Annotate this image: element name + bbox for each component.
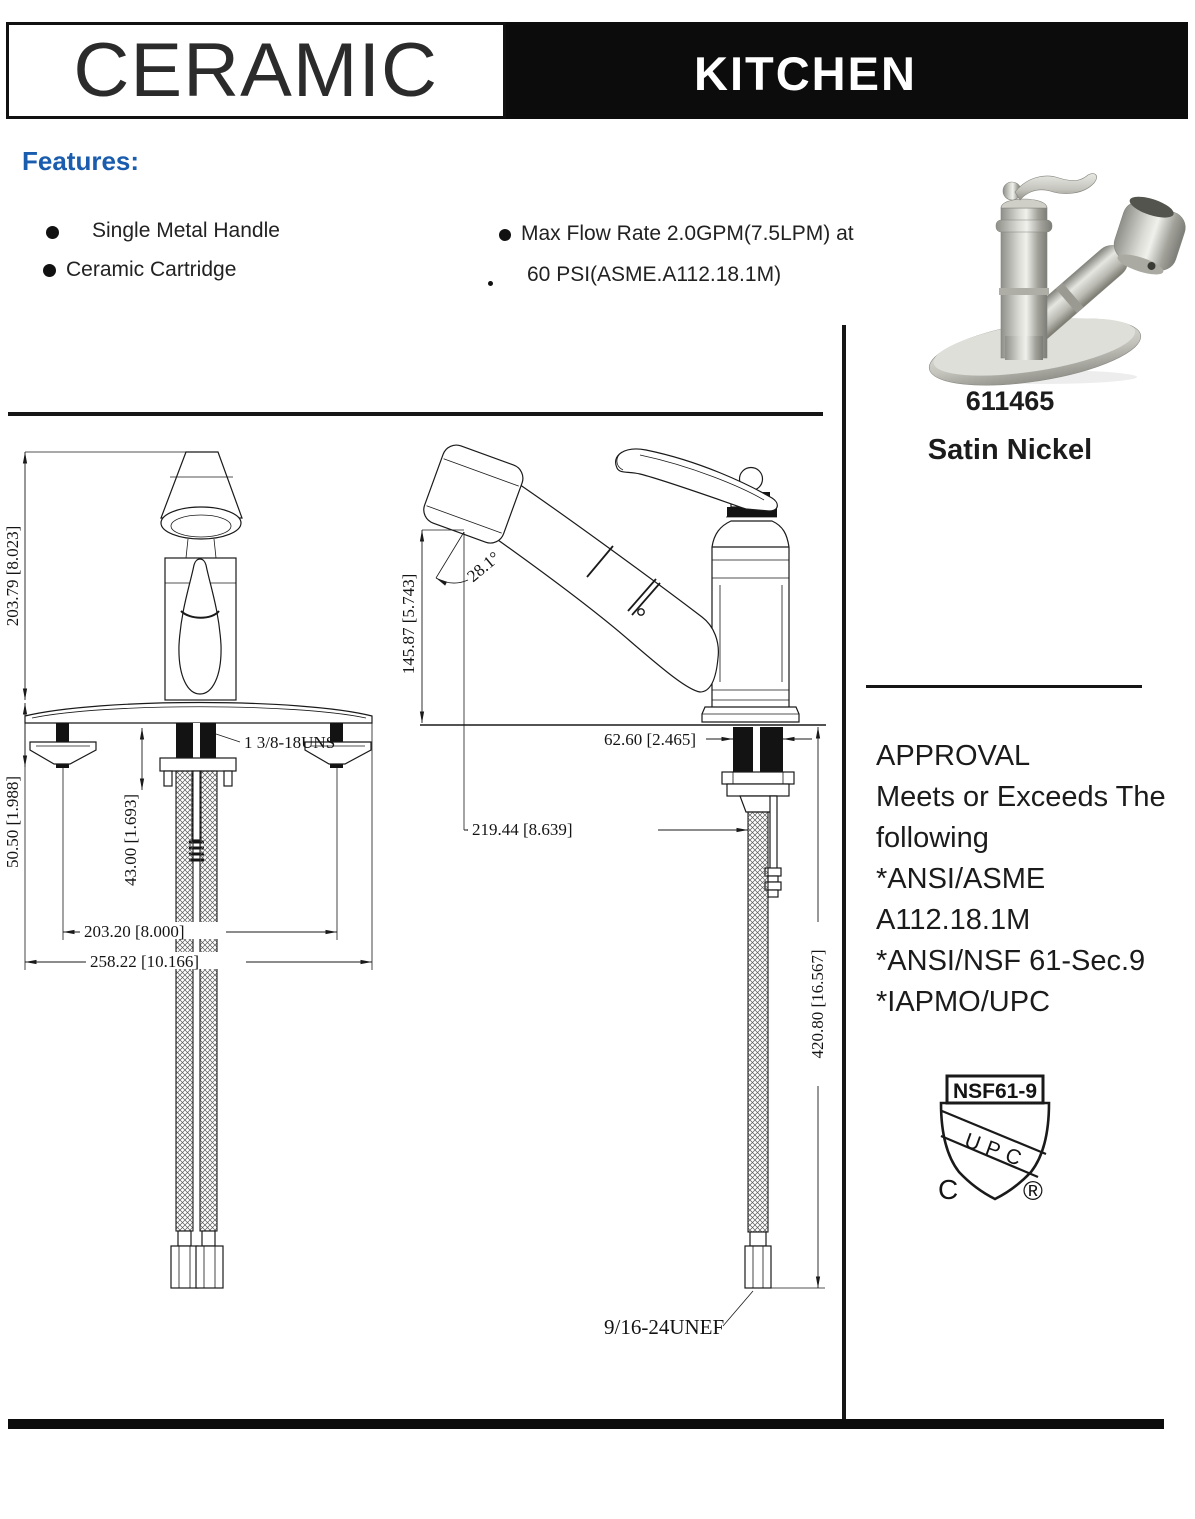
- header-bar: CERAMIC KITCHEN: [6, 22, 1188, 119]
- upc-certification-logo: UPC NSF61-9 C ®: [938, 1074, 1051, 1206]
- dim-hardware-height: 50.50 [1.988]: [3, 776, 22, 868]
- label-hose-thread: 9/16-24UNEF: [604, 1315, 724, 1339]
- dim-overall-height: 203.79 [8.023]: [3, 526, 22, 627]
- approval-standard: *IAPMO/UPC: [876, 986, 1051, 1018]
- registered-mark-icon: ®: [1023, 1176, 1043, 1206]
- footer-bar: [8, 1419, 1164, 1429]
- label-shank-thread: 1 3/8-18UNS: [244, 733, 335, 752]
- approval-standard: *ANSI/NSF 61-Sec.9: [876, 945, 1146, 977]
- feature-item: Ceramic Cartridge: [66, 258, 237, 281]
- feature-flow-line1: Max Flow Rate 2.0GPM(7.5LPM) at: [521, 222, 854, 245]
- approval-standard: *ANSI/ASME A112.18.1M: [876, 863, 1046, 936]
- dim-shank-length: 43.00 [1.693]: [121, 794, 140, 886]
- dim-spray-angle: 28.1°: [463, 548, 503, 586]
- technical-drawings: 203.79 [8.023] 50.50 [1.988] 43.00 [1.69…: [3, 444, 827, 1339]
- bullet-icon: [499, 229, 511, 241]
- bullet-icon: [488, 281, 493, 286]
- brand-box: CERAMIC: [6, 22, 506, 119]
- horizontal-divider: [8, 412, 823, 416]
- dim-spout-height: 145.87 [5.743]: [399, 574, 418, 675]
- finish-name: Satin Nickel: [927, 434, 1093, 466]
- bullet-icon: [43, 264, 56, 277]
- dim-spout-reach: 219.44 [8.639]: [472, 820, 573, 839]
- shield-outline: [939, 1101, 1051, 1201]
- spray-head: [1113, 196, 1186, 275]
- approval-title: APPROVAL: [876, 740, 1031, 772]
- product-photo-satin-nickel-faucet: [928, 173, 1186, 386]
- model-number: 611465: [965, 386, 1055, 416]
- feature-flow-line2: 60 PSI(ASME.A112.18.1M): [527, 263, 782, 286]
- approval-block: APPROVAL Meets or Exceeds The following …: [876, 736, 1194, 1023]
- approval-divider: [866, 685, 1142, 688]
- category-title: KITCHEN: [694, 47, 917, 100]
- faucet-body: [995, 181, 1053, 360]
- dim-hole-spacing: 203.20 [8.000]: [84, 922, 185, 941]
- c-mark: C: [938, 1174, 958, 1205]
- nsf-label: NSF61-9: [953, 1080, 1037, 1103]
- dim-shank-width: 62.60 [2.465]: [604, 730, 696, 749]
- approval-subtitle: Meets or Exceeds The: [876, 781, 1166, 813]
- features-heading: Features:: [22, 146, 140, 176]
- dim-deck-width: 258.22 [10.166]: [90, 952, 199, 971]
- vertical-divider: [842, 325, 846, 1427]
- lever-handle: [1014, 173, 1097, 201]
- dim-hose-length: 420.80 [16.567]: [808, 949, 827, 1058]
- bullet-icon: [46, 226, 59, 239]
- brand-title: CERAMIC: [73, 28, 439, 113]
- front-view-drawing: 203.79 [8.023] 50.50 [1.988] 43.00 [1.69…: [3, 451, 373, 1289]
- side-view-drawing: 145.87 [5.743] 28.1° 62.60 [2.465] 219.4…: [399, 444, 827, 1339]
- feature-item: Single Metal Handle: [92, 219, 280, 242]
- approval-subtitle: following: [876, 822, 989, 854]
